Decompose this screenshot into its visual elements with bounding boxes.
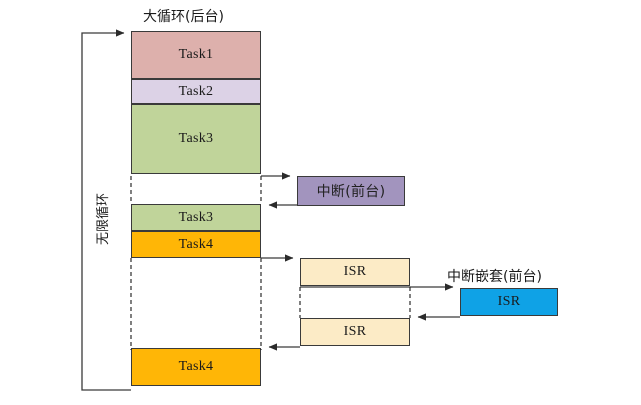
task-block-task3-first: Task3	[131, 104, 261, 174]
isr-block-bottom: ISR	[300, 318, 410, 346]
task-block-task2: Task2	[131, 79, 261, 104]
isr-block-top: ISR	[300, 258, 410, 286]
task-block-task4-first: Task4	[131, 231, 261, 258]
task-block-task1: Task1	[131, 31, 261, 79]
background-loop-title: 大循环(后台)	[143, 9, 224, 25]
nested-interrupt-title: 中断嵌套(前台)	[447, 269, 542, 285]
task-block-task4-resume: Task4	[131, 348, 261, 386]
dashed-guide-isr	[299, 287, 411, 318]
isr-block-nested: ISR	[460, 288, 558, 316]
infinite-loop-label: 无限循环	[96, 192, 111, 245]
interrupt-block: 中断(前台)	[297, 176, 405, 206]
task-block-task3-resume: Task3	[131, 204, 261, 231]
